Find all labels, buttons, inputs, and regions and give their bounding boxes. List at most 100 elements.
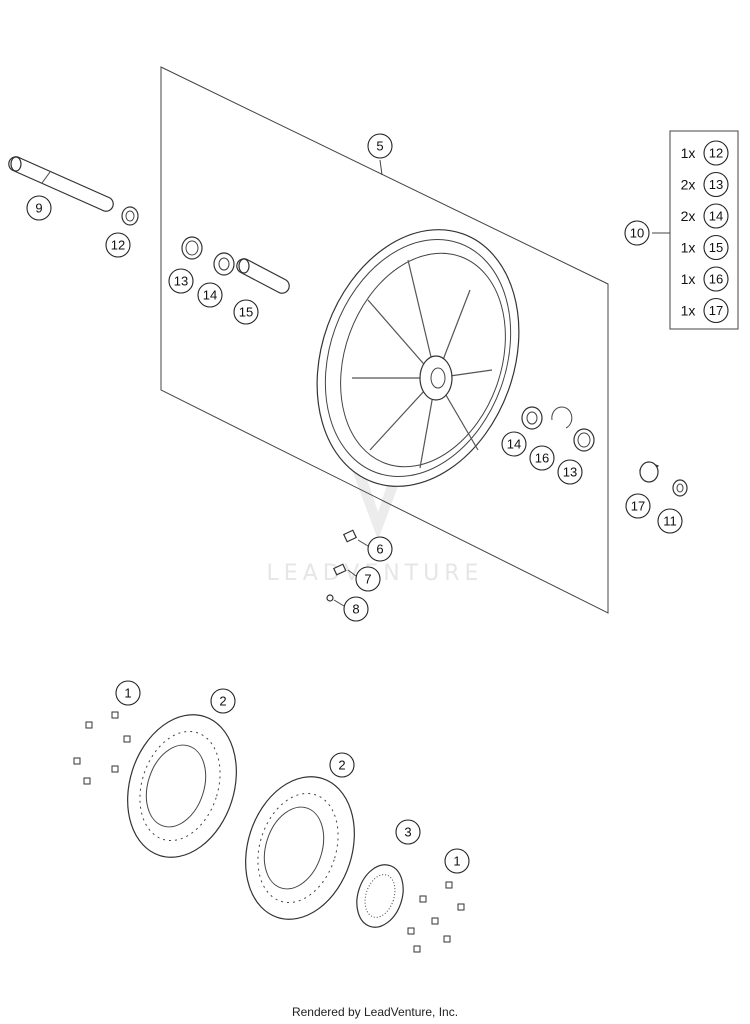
valve-cap-part <box>326 594 334 602</box>
callout-circle <box>624 220 650 246</box>
spacer-right-part <box>638 461 660 483</box>
callout-circle <box>168 268 194 294</box>
callout-c1b: 1 <box>444 848 470 874</box>
callout-circle <box>367 133 393 159</box>
callout-label: 17 <box>631 499 645 514</box>
callout-c13b: 13 <box>557 459 583 485</box>
callout-label: 7 <box>364 572 371 587</box>
callout-circle <box>529 445 555 471</box>
callout-c3: 3 <box>395 819 421 845</box>
kit-row-part: 14 <box>709 209 723 224</box>
callout-label: 1 <box>453 854 460 869</box>
seal-ring-right-part <box>573 428 595 452</box>
callout-label: 13 <box>174 274 188 289</box>
kit-row: 2x 13 <box>681 171 729 198</box>
callout-label: 16 <box>535 451 549 466</box>
callout-c1a: 1 <box>115 680 141 706</box>
wheel-assembly-plate <box>160 66 609 614</box>
kit-row-part: 15 <box>709 240 723 255</box>
watermark-logo-icon <box>352 470 404 540</box>
seal-ring-left-part <box>181 236 203 260</box>
bearing-left-part <box>213 252 235 276</box>
distance-sleeve-part <box>236 258 290 294</box>
leader-6 <box>357 539 369 547</box>
callout-circle <box>657 508 683 534</box>
kit-row-qty: 2x <box>681 177 696 193</box>
kit-row-part: 13 <box>709 177 723 192</box>
kit-row: 1x 16 <box>681 266 729 292</box>
callout-circle <box>395 819 421 845</box>
callout-c5: 5 <box>367 133 393 159</box>
callout-label: 13 <box>563 465 577 480</box>
callout-label: 15 <box>239 305 253 320</box>
callout-circle <box>105 232 131 258</box>
brake-disc-right-part <box>245 776 355 920</box>
callout-label: 11 <box>663 514 677 529</box>
callout-circle <box>329 752 355 778</box>
front-wheel-part <box>316 229 520 487</box>
callout-circle <box>557 459 583 485</box>
leader-5 <box>379 159 383 176</box>
callout-label: 10 <box>630 226 644 241</box>
axle-part <box>8 156 114 212</box>
callout-circle <box>625 493 651 519</box>
leader-lines <box>333 159 670 607</box>
callout-c12a: 12 <box>105 232 131 258</box>
axle-nut-part <box>672 479 688 497</box>
callout-c15a: 15 <box>233 299 259 325</box>
callout-circle <box>501 431 527 457</box>
callout-circle <box>367 536 393 562</box>
kit-row-part: 17 <box>709 303 723 318</box>
spacer-part <box>121 206 139 226</box>
callout-label: 9 <box>35 201 42 216</box>
kit-row-part-circle <box>703 171 729 198</box>
callout-circle <box>355 566 381 592</box>
callout-circle <box>197 282 223 308</box>
callout-circle <box>343 596 369 622</box>
callout-label: 14 <box>203 288 217 303</box>
callout-c17: 17 <box>625 493 651 519</box>
valve-nut-part <box>332 563 347 576</box>
kit-row-qty: 1x <box>681 240 696 256</box>
circlip-part <box>551 406 573 429</box>
callout-c7: 7 <box>355 566 381 592</box>
callout-circle <box>444 848 470 874</box>
bearing-right-part <box>521 406 543 430</box>
kit-row-part-circle <box>703 266 729 292</box>
callout-label: 3 <box>404 825 411 840</box>
callout-circle <box>233 299 259 325</box>
callout-label: 8 <box>352 602 359 617</box>
kit-row-part-circle <box>703 140 729 166</box>
callout-c13a: 13 <box>168 268 194 294</box>
callout-label: 2 <box>219 694 226 709</box>
callout-label: 2 <box>338 758 345 773</box>
valve-stem-part <box>342 529 358 543</box>
callout-c16b: 16 <box>529 445 555 471</box>
kit-row-qty: 2x <box>681 208 696 224</box>
kit-row-qty: 1x <box>681 303 696 319</box>
callout-c14a: 14 <box>197 282 223 308</box>
kit-row-qty: 1x <box>681 145 696 161</box>
footer-credit: Rendered by LeadVenture, Inc. <box>291 1005 459 1019</box>
callout-c14b: 14 <box>501 431 527 457</box>
callout-c10: 10 <box>624 220 650 246</box>
callout-circle <box>210 688 236 714</box>
callout-c6: 6 <box>367 536 393 562</box>
callout-label: 1 <box>124 686 131 701</box>
kit-row: 1x 17 <box>681 297 729 324</box>
kit-row-part: 16 <box>709 272 723 287</box>
kit-row: 2x 14 <box>681 203 729 229</box>
callout-label: 12 <box>111 238 125 253</box>
callout-label: 5 <box>376 139 383 154</box>
leader-8 <box>333 599 345 607</box>
brake-disc-left-part <box>127 714 237 858</box>
pulse-ring-part <box>356 864 404 928</box>
kit-row-qty: 1x <box>681 271 696 287</box>
kit-box-frame <box>669 130 739 330</box>
bolts-right-group <box>407 881 465 953</box>
callout-circle <box>115 680 141 706</box>
